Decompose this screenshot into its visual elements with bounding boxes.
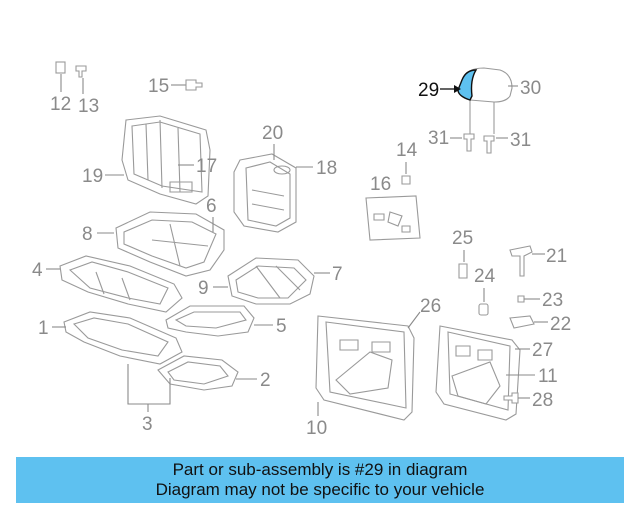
label-15: 15 [148, 76, 169, 97]
label-1: 1 [38, 318, 49, 339]
part-7-cushion [227, 257, 315, 305]
label-19: 19 [82, 166, 103, 187]
label-7: 7 [332, 264, 343, 285]
label-29: 29 [418, 80, 439, 101]
part-12-clip [55, 61, 66, 92]
label-17: 17 [196, 156, 217, 177]
part-4-pad [59, 255, 183, 313]
label-16: 16 [370, 174, 391, 195]
part-18-seatback [233, 153, 297, 233]
label-28: 28 [532, 390, 553, 411]
label-22: 22 [550, 314, 571, 335]
part-31-bolt-left [463, 133, 475, 152]
label-18: 18 [316, 158, 337, 179]
label-2: 2 [260, 370, 271, 391]
label-20: 20 [262, 123, 283, 144]
parts-diagram: 12 13 15 19 17 20 18 8 6 4 [32, 61, 571, 439]
label-5: 5 [276, 316, 287, 337]
label-13: 13 [78, 96, 99, 117]
label-31-left: 31 [428, 128, 449, 149]
label-25: 25 [452, 228, 473, 249]
label-4: 4 [32, 260, 43, 281]
part-28-bolt [503, 392, 519, 404]
info-banner: Part or sub-assembly is #29 in diagram D… [16, 457, 624, 503]
part-29-highlight [457, 69, 478, 101]
banner-line-1: Part or sub-assembly is #29 in diagram [172, 460, 468, 479]
part-2-frame [157, 355, 239, 391]
part-15-bolt [185, 79, 203, 91]
part-13-clip [75, 65, 87, 94]
part-16-bracket [365, 195, 421, 241]
label-6: 6 [206, 196, 217, 217]
part-23-clip [517, 295, 525, 303]
label-11: 11 [538, 366, 558, 387]
label-26: 26 [420, 296, 441, 317]
part-5-frame [165, 305, 255, 337]
label-3: 3 [142, 414, 153, 435]
part-22-bezel [509, 315, 535, 329]
label-10: 10 [306, 418, 327, 439]
label-8: 8 [82, 224, 93, 245]
part-14-grommet [401, 175, 411, 185]
label-21: 21 [546, 246, 567, 267]
part-31-bolt-right [483, 135, 495, 154]
part-27-panel [435, 325, 521, 421]
part-26-panel [315, 315, 415, 421]
label-30: 30 [520, 78, 541, 99]
label-14: 14 [396, 140, 418, 161]
part-19-seatback [121, 115, 211, 205]
label-23: 23 [542, 290, 563, 311]
part-25-latch [458, 263, 468, 279]
banner-line-2: Diagram may not be specific to your vehi… [155, 480, 485, 499]
label-9: 9 [198, 278, 209, 299]
part-6-cushion [115, 211, 225, 277]
label-12: 12 [50, 94, 71, 115]
label-24: 24 [474, 266, 496, 287]
part-21-strap [509, 245, 533, 277]
label-27: 27 [532, 340, 553, 361]
part-1-frame [63, 311, 183, 365]
part-24-cap [478, 303, 489, 316]
label-31-right: 31 [510, 130, 531, 151]
